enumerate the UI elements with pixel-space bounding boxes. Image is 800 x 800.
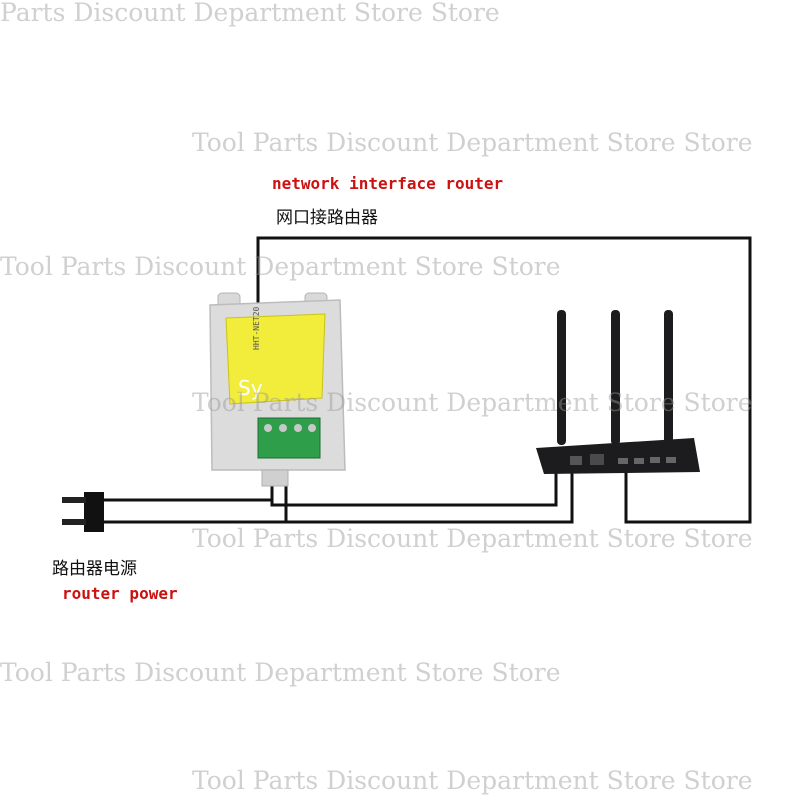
terminal-block [257, 417, 321, 459]
watermark: Parts Discount Department Store Store [0, 0, 500, 27]
wires [62, 236, 752, 524]
router-power-label-cn: 路由器电源 [52, 559, 137, 579]
watermark: Tool Parts Discount Department Store Sto… [192, 524, 753, 553]
network-cable-wire [256, 236, 752, 524]
watermark: Tool Parts Discount Department Store Sto… [192, 128, 753, 157]
device-brand-text: Sy [238, 376, 263, 400]
watermark: Tool Parts Discount Department Store Sto… [192, 388, 753, 417]
device-label-yellow [225, 313, 326, 405]
router-antenna-right [664, 310, 673, 445]
power-plug [62, 492, 104, 532]
watermark: Tool Parts Discount Department Store Sto… [0, 658, 561, 687]
watermark: Tool Parts Discount Department Store Sto… [0, 252, 561, 281]
relay-device [209, 292, 346, 487]
router [536, 310, 700, 474]
router-power-label: router power [62, 584, 178, 603]
watermark: Tool Parts Discount Department Store Sto… [192, 766, 753, 795]
device-model-text: HHT-NET20 [252, 306, 261, 350]
network-interface-label: network interface router [272, 174, 504, 193]
router-power-wire-b [286, 470, 574, 524]
router-antenna-middle [611, 310, 620, 445]
network-interface-label-cn: 网口接路由器 [276, 208, 378, 228]
router-power-wire-a [270, 470, 558, 507]
router-antenna-left [557, 310, 566, 445]
